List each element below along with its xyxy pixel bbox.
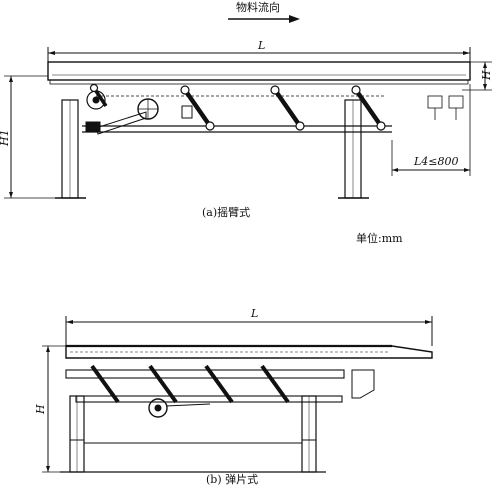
b-dim-H-arrow-bot bbox=[46, 466, 50, 472]
b-caption: (b) 弹片式 bbox=[206, 472, 258, 486]
a-dim-L-arrow-right bbox=[463, 51, 470, 55]
a-dim-H-arrow-top bbox=[483, 62, 487, 68]
a-dim-H1-arrow-bot bbox=[9, 192, 13, 198]
b-dim-L-label: L bbox=[250, 307, 258, 320]
b-leaf-spring-3 bbox=[204, 364, 234, 404]
b-leaf-spring-1 bbox=[90, 364, 120, 404]
b-dim-H-arrow-top bbox=[46, 346, 50, 352]
unit-note: 单位:mm bbox=[356, 231, 403, 245]
a-dim-H-label: H bbox=[480, 70, 493, 81]
b-dim-H-label: H bbox=[34, 404, 47, 415]
b-dim-L-arrow-left bbox=[66, 320, 73, 324]
b-leaf-spring-4 bbox=[260, 364, 290, 404]
flow-arrow-head bbox=[289, 15, 300, 23]
a-trough-bottom-rail bbox=[49, 79, 469, 85]
a-rocker-arm-2 bbox=[270, 85, 305, 131]
a-outlet-support-1 bbox=[427, 95, 443, 109]
a-dim-L4-arrow-left bbox=[392, 168, 398, 172]
a-trough bbox=[47, 61, 471, 81]
a-dim-H1-label: H1 bbox=[0, 129, 11, 147]
a-caption: (a)摇臂式 bbox=[202, 205, 250, 219]
a-dim-L-label: L bbox=[257, 39, 265, 52]
a-drive-pulley-left-hub bbox=[92, 96, 100, 104]
flow-direction-label: 物料流向 bbox=[236, 0, 280, 14]
b-leaf-spring-2 bbox=[148, 364, 178, 404]
b-upper-base-beam bbox=[65, 369, 345, 379]
b-drive-rod bbox=[165, 403, 211, 407]
a-motor-block bbox=[181, 105, 193, 119]
b-eccentric-wheel bbox=[148, 398, 168, 418]
a-outlet-support-2 bbox=[448, 95, 464, 109]
a-dim-L4-arrow-right bbox=[464, 168, 470, 172]
a-rocker-arm-1 bbox=[180, 85, 215, 131]
b-dim-L-arrow-right bbox=[425, 320, 432, 324]
b-outlet-chute bbox=[351, 369, 375, 399]
figure-a: L H H1 bbox=[0, 39, 493, 219]
flow-direction-group: 物料流向 bbox=[228, 0, 300, 23]
a-rocker-arm-3 bbox=[351, 85, 386, 131]
b-lower-base-beam bbox=[75, 395, 343, 403]
figure-b: L H (b) 弹片式 bbox=[34, 307, 433, 486]
a-rocker-arm-4 bbox=[89, 83, 108, 107]
b-eccentric-hub bbox=[154, 404, 162, 412]
a-dim-H1-arrow-top bbox=[9, 76, 13, 82]
a-connecting-rod bbox=[95, 111, 147, 135]
a-dim-L4-label: L4≤800 bbox=[413, 155, 459, 168]
a-drive-box bbox=[85, 121, 101, 133]
a-dim-L-arrow-left bbox=[48, 51, 55, 55]
a-dim-H-arrow-bot bbox=[483, 84, 487, 90]
